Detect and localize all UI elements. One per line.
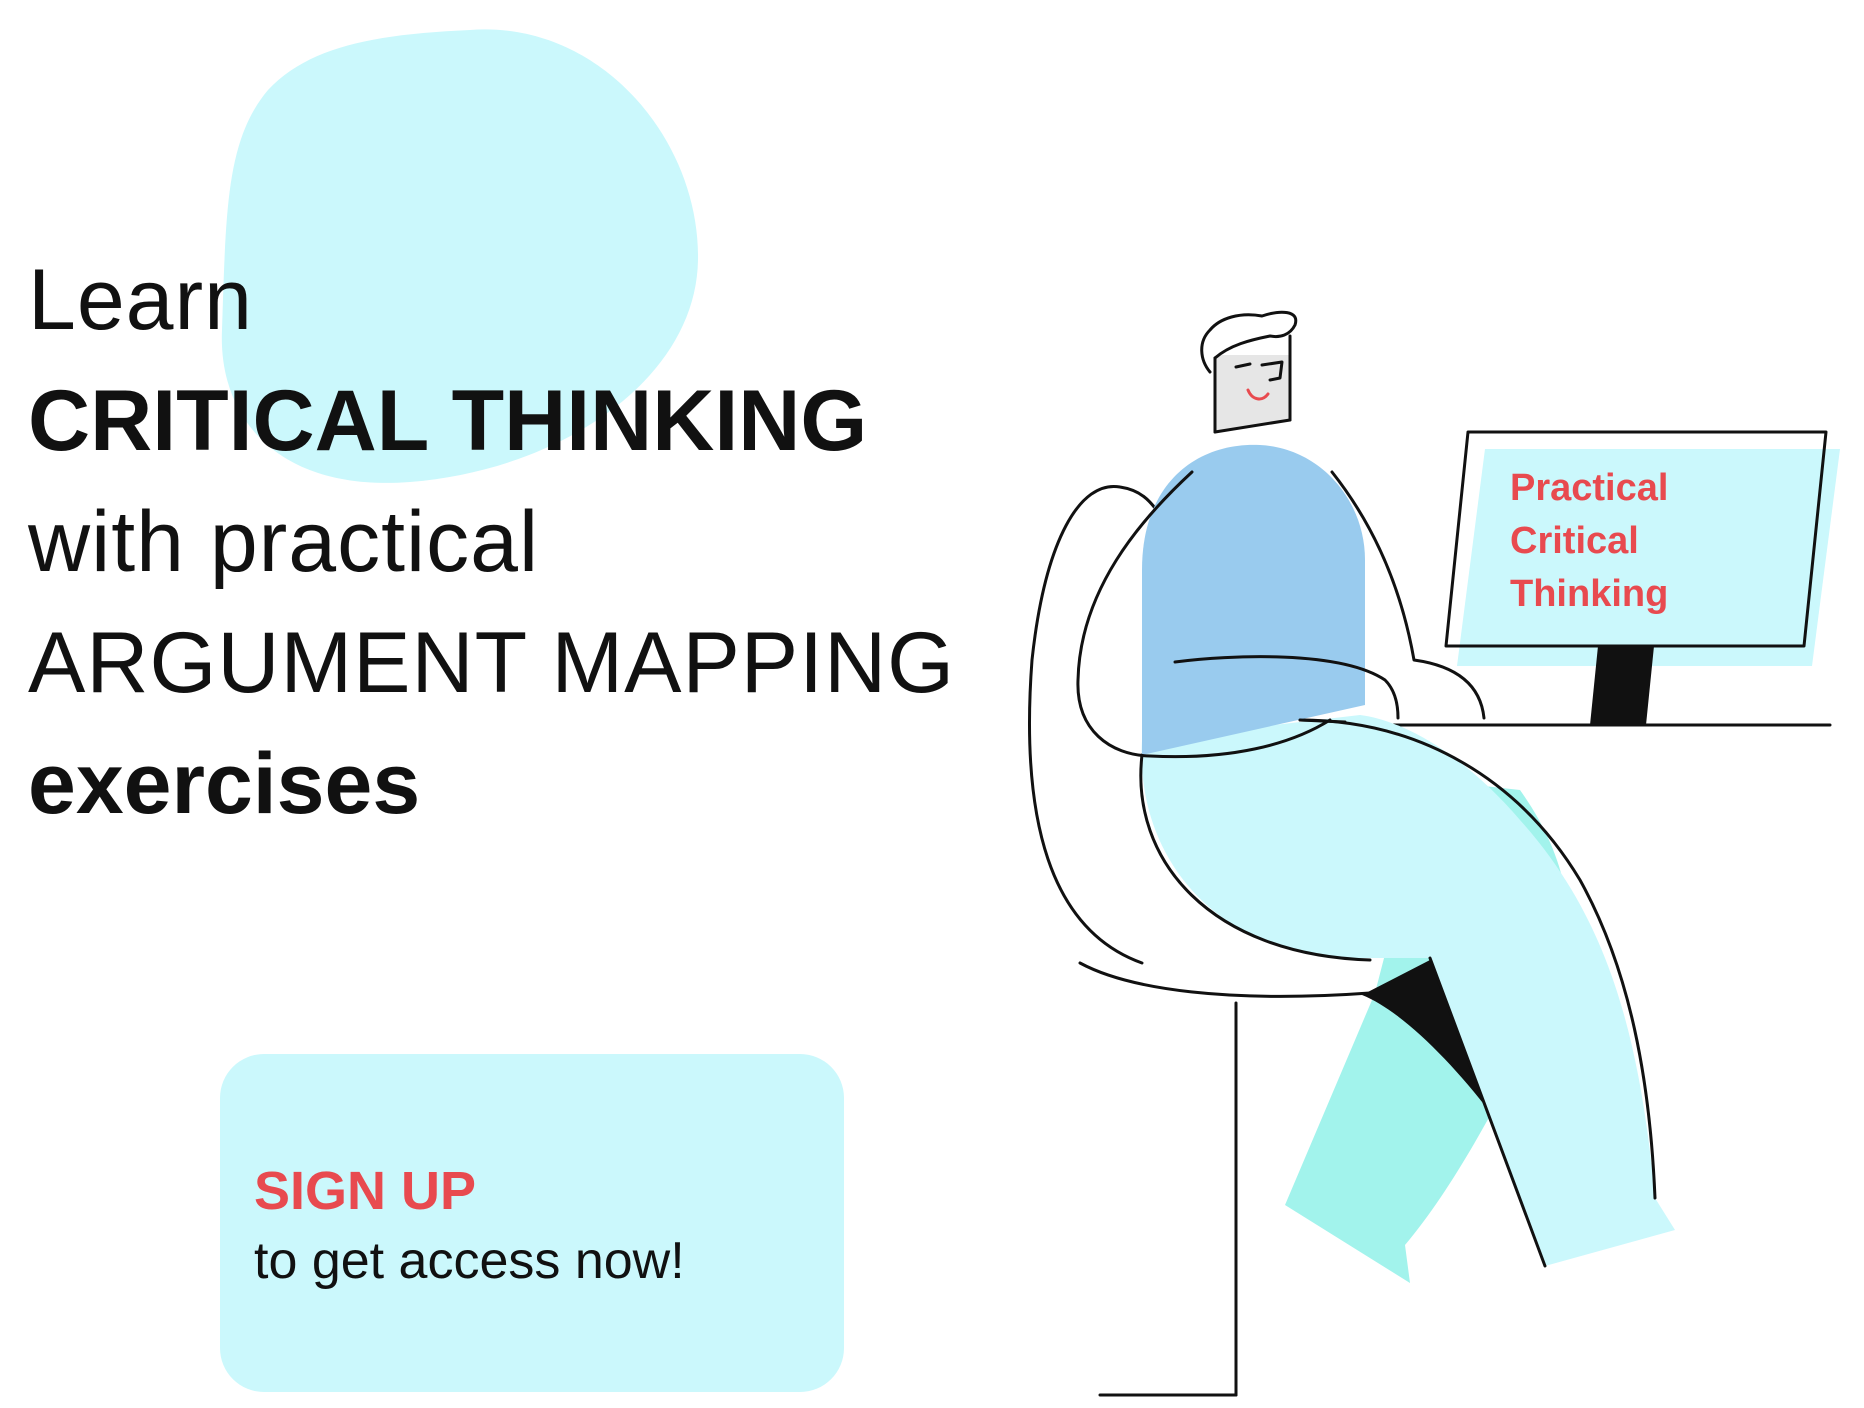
face-eye-right (1260, 360, 1284, 382)
monitor-text-line2: Critical (1510, 520, 1639, 562)
torso (1142, 444, 1365, 755)
headline-line-with-practical: with practical (28, 494, 540, 590)
sign-up-label: SIGN UP (254, 1161, 477, 1221)
neck (1215, 355, 1290, 432)
chair-back (1028, 484, 1162, 965)
monitor-text: Practical Critical Thinking (1510, 462, 1668, 621)
monitor-text-line3: Thinking (1510, 573, 1669, 615)
headline-line-critical-thinking: CRITICAL THINKING (28, 373, 868, 469)
face-smile (1246, 388, 1270, 401)
face-eye-left (1234, 362, 1252, 369)
forearm (1173, 655, 1400, 720)
headline-line-learn: Learn (28, 252, 253, 348)
monitor-stand (1590, 646, 1654, 725)
monitor-screen (1457, 449, 1840, 666)
chair-seat (1078, 961, 1372, 998)
headline-line-argument-mapping: ARGUMENT MAPPING (28, 615, 956, 711)
monitor-frame (1444, 430, 1828, 648)
hair (1200, 310, 1298, 374)
headline-line-exercises: exercises (28, 736, 421, 832)
headline: Learn CRITICAL THINKING with practical A… (28, 240, 955, 845)
shoe (1362, 960, 1490, 1112)
front-leg (1141, 715, 1675, 1266)
monitor-text-line1: Practical (1510, 467, 1669, 509)
sign-up-button[interactable]: SIGN UP to get access now! (220, 1054, 844, 1392)
sign-up-subtitle: to get access now! (254, 1232, 685, 1290)
